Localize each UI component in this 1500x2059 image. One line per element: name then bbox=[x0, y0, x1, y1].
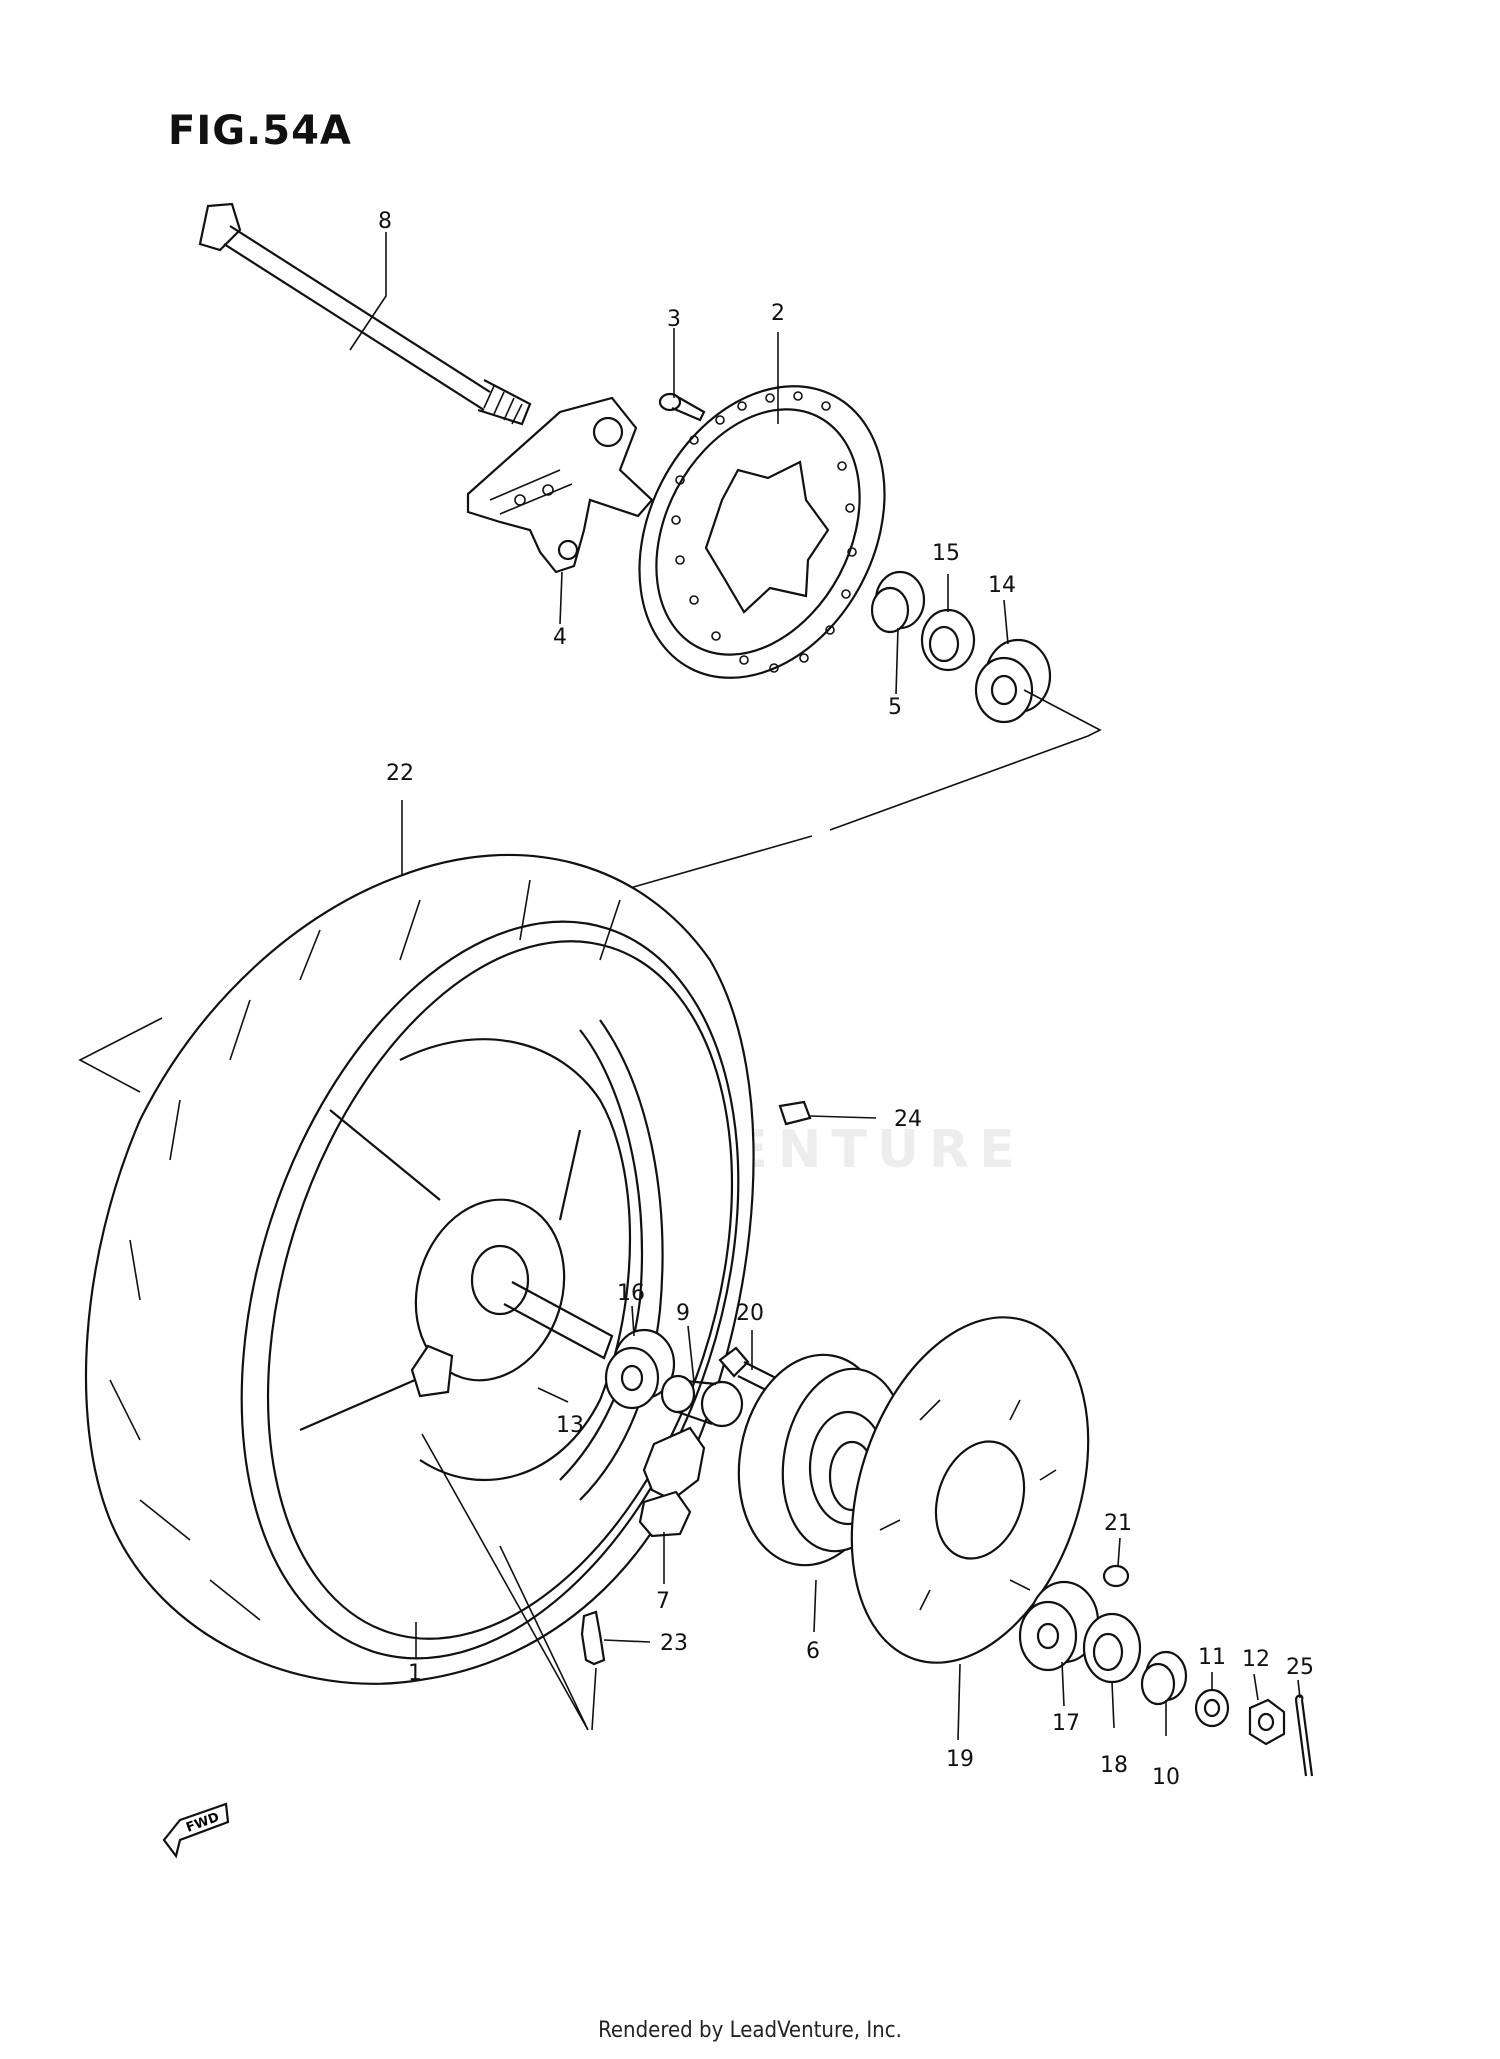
forward-arrow-icon: FWD bbox=[162, 1802, 230, 1859]
callouts: 8 3 2 4 5 15 14 22 24 16 9 20 13 7 6 21 … bbox=[378, 209, 1314, 1790]
hub-damper-part bbox=[638, 1426, 706, 1538]
callout-1: 1 bbox=[408, 1661, 422, 1686]
figure-title: FIG.54A bbox=[168, 108, 352, 154]
axle-washer-part bbox=[1194, 1688, 1230, 1728]
disc-collar-part bbox=[870, 570, 926, 634]
callout-13: 13 bbox=[556, 1413, 584, 1438]
drum-bearing-part bbox=[1018, 1580, 1100, 1672]
callout-2: 2 bbox=[771, 301, 785, 326]
hub-spacer-part bbox=[503, 1281, 614, 1360]
cotter-pin-part bbox=[1294, 1694, 1314, 1777]
spacer-part bbox=[660, 1374, 744, 1428]
callout-6: 6 bbox=[806, 1639, 820, 1664]
callout-22: 22 bbox=[386, 761, 414, 786]
caliper-bracket-part bbox=[466, 396, 654, 574]
bearing-part bbox=[974, 638, 1052, 724]
callout-9: 9 bbox=[676, 1301, 690, 1326]
drum-spacer-part bbox=[1140, 1650, 1188, 1706]
brake-disc-part bbox=[638, 385, 886, 679]
balance-weight-part bbox=[778, 1100, 812, 1126]
callout-25: 25 bbox=[1286, 1655, 1314, 1680]
callout-12: 12 bbox=[1242, 1647, 1270, 1672]
callout-14: 14 bbox=[988, 573, 1016, 598]
assembly-line-valve bbox=[421, 1433, 597, 1731]
callout-5: 5 bbox=[888, 695, 902, 720]
wheel-bearing-part bbox=[604, 1328, 676, 1410]
callout-19: 19 bbox=[946, 1747, 974, 1772]
callout-11: 11 bbox=[1198, 1645, 1226, 1670]
callout-17: 17 bbox=[1052, 1711, 1080, 1736]
callout-7: 7 bbox=[656, 1589, 670, 1614]
rear-wheel-assembly bbox=[84, 853, 755, 1685]
disc-bolt-part bbox=[658, 392, 706, 422]
assembly-line-left bbox=[78, 1017, 163, 1093]
drum-oil-seal-part bbox=[1082, 1612, 1142, 1684]
axle-nut-part bbox=[1248, 1698, 1286, 1746]
assembly-line-hub bbox=[629, 689, 1102, 889]
callout-16: 16 bbox=[617, 1281, 645, 1306]
callout-24: 24 bbox=[894, 1107, 922, 1132]
oil-seal-part bbox=[920, 608, 976, 672]
sprocket-nut-part bbox=[1102, 1564, 1130, 1588]
callout-15: 15 bbox=[932, 541, 960, 566]
tire-valve-part bbox=[580, 1610, 606, 1666]
callout-20: 20 bbox=[736, 1301, 764, 1326]
callout-21: 21 bbox=[1104, 1511, 1132, 1536]
callout-8: 8 bbox=[378, 209, 392, 234]
callout-10: 10 bbox=[1152, 1765, 1180, 1790]
axle-part bbox=[198, 202, 532, 426]
leader-lines bbox=[349, 232, 1301, 1741]
callout-23: 23 bbox=[660, 1631, 688, 1656]
rear-sprocket-part bbox=[850, 1316, 1090, 1664]
callout-18: 18 bbox=[1100, 1753, 1128, 1778]
callout-4: 4 bbox=[553, 625, 567, 650]
callout-3: 3 bbox=[667, 307, 681, 332]
render-credit: Rendered by LeadVenture, Inc. bbox=[598, 2018, 902, 2043]
